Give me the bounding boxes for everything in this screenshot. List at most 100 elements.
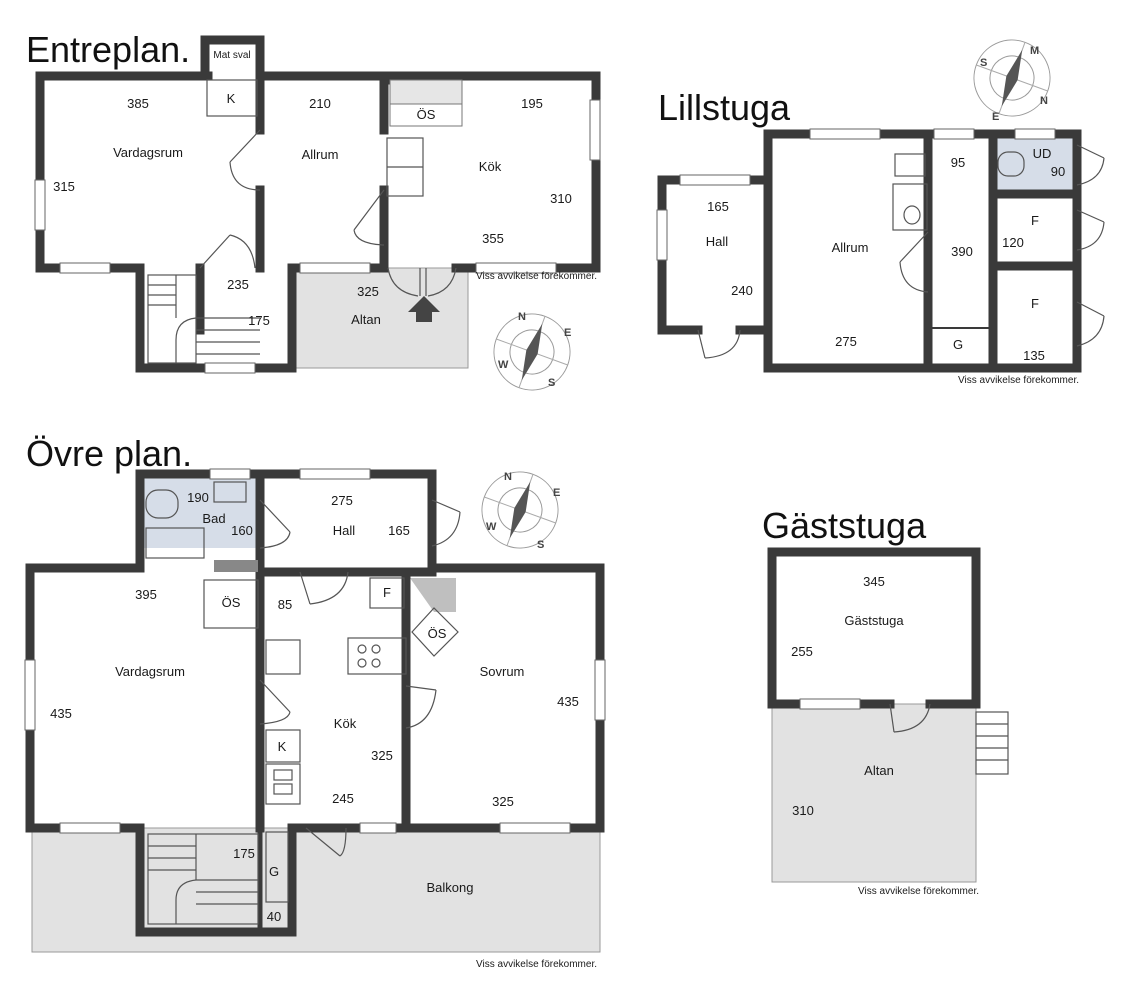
entreplan-dim: 355 bbox=[482, 231, 504, 246]
entreplan-dim: 235 bbox=[227, 277, 249, 292]
entreplan-stairs bbox=[147, 274, 260, 364]
ovre-window bbox=[24, 659, 36, 731]
compass-s-label: S bbox=[537, 539, 544, 551]
lillstuga-dim: 90 bbox=[1051, 164, 1065, 179]
gaststuga-note: Viss avvikelse förekommer. bbox=[858, 886, 979, 897]
lillstuga-f2-label: F bbox=[1031, 296, 1039, 311]
ovre-stairs bbox=[147, 833, 259, 925]
gaststuga-door bbox=[889, 703, 931, 733]
compass-e-label: E bbox=[564, 327, 571, 339]
ovre-doors bbox=[259, 499, 461, 857]
ovre-vent bbox=[214, 560, 258, 572]
ovre-dim: 435 bbox=[50, 706, 72, 721]
entreplan-window bbox=[34, 179, 46, 231]
ovre-bad-label: Bad bbox=[202, 511, 225, 526]
entreplan-dim: 385 bbox=[127, 96, 149, 111]
entreplan-window bbox=[204, 362, 256, 374]
ovre-dim: 325 bbox=[371, 748, 393, 763]
entreplan-kok-label: Kök bbox=[479, 159, 502, 174]
gaststuga-plan: Gäststuga 345 Gäststuga 255 Altan 310 Vi… bbox=[762, 505, 1009, 897]
gaststuga-dim: 255 bbox=[791, 644, 813, 659]
entreplan-note: Viss avvikelse förekommer. bbox=[476, 271, 597, 282]
ovre-hall-label: Hall bbox=[333, 523, 356, 538]
gaststuga-window bbox=[799, 698, 861, 710]
lillstuga-dim: 275 bbox=[835, 334, 857, 349]
entreplan-dim: 175 bbox=[248, 313, 270, 328]
entreplan-dim: 325 bbox=[357, 284, 379, 299]
entreplan-title: Entreplan. bbox=[26, 29, 190, 70]
entreplan-k-closet bbox=[206, 79, 258, 117]
lillstuga-dim: 165 bbox=[707, 199, 729, 214]
ovre-title: Övre plan. bbox=[26, 433, 192, 474]
lillstuga-window bbox=[679, 174, 751, 186]
ovre-plan: Övre plan. bbox=[24, 433, 606, 970]
lillstuga-dim: 95 bbox=[951, 155, 965, 170]
lillstuga-window bbox=[1014, 128, 1056, 140]
lillstuga-ud-wet-area bbox=[997, 138, 1073, 190]
compass-s-label: S bbox=[548, 377, 555, 389]
ovre-os1-label: ÖS bbox=[222, 595, 241, 610]
entreplan-altan-label: Altan bbox=[351, 312, 381, 327]
lillstuga-fixtures bbox=[892, 151, 1025, 231]
entreplan-window bbox=[589, 99, 601, 161]
entreplan-allrum-label: Allrum bbox=[302, 147, 339, 162]
entreplan-window bbox=[59, 262, 111, 274]
ovre-dim: 275 bbox=[331, 493, 353, 508]
entreplan-mat-sval-label: Mat sval bbox=[213, 50, 250, 61]
lillstuga-window bbox=[809, 128, 881, 140]
lillstuga-f1-label: F bbox=[1031, 213, 1039, 228]
ovre-window bbox=[594, 659, 606, 721]
lillstuga-doors bbox=[697, 144, 1105, 359]
ovre-os2-label: ÖS bbox=[428, 626, 447, 641]
ovre-os2-area bbox=[410, 578, 456, 612]
ovre-dim: 160 bbox=[231, 523, 253, 538]
ovre-window bbox=[59, 822, 121, 834]
lillstuga-dim: 390 bbox=[951, 244, 973, 259]
ovre-window bbox=[359, 822, 397, 834]
entreplan-doors bbox=[199, 129, 457, 297]
ovre-dim: 325 bbox=[492, 794, 514, 809]
ovre-sovrum-label: Sovrum bbox=[480, 664, 525, 679]
entreplan-altan-area bbox=[291, 267, 469, 369]
gaststuga-steps bbox=[975, 711, 1009, 775]
entreplan-vardagsrum-label: Vardagsrum bbox=[113, 145, 183, 160]
ovre-dim: 190 bbox=[187, 490, 209, 505]
entreplan-dim: 315 bbox=[53, 179, 75, 194]
ovre-window bbox=[299, 468, 371, 480]
lillstuga-ud-label: UD bbox=[1033, 146, 1052, 161]
ovre-dim: 165 bbox=[388, 523, 410, 538]
ovre-dim: 395 bbox=[135, 587, 157, 602]
compass-m-label: M bbox=[1030, 45, 1039, 57]
lillstuga-plan: Lillstuga 165 Hall 240 Allrum 275 95 bbox=[656, 28, 1105, 386]
ovre-window bbox=[499, 822, 571, 834]
ovre-fixtures bbox=[145, 481, 459, 903]
compass-n-label: N bbox=[518, 311, 526, 323]
gaststuga-dim: 345 bbox=[863, 574, 885, 589]
gaststuga-altan-label: Altan bbox=[864, 763, 894, 778]
entreplan-window bbox=[475, 262, 557, 274]
gaststuga-altan-area bbox=[771, 703, 977, 883]
ovre-kok-label: Kök bbox=[334, 716, 357, 731]
gaststuga-title: Gäststuga bbox=[762, 505, 927, 546]
compass-n-label: N bbox=[504, 471, 512, 483]
compass-e-label: E bbox=[553, 487, 560, 499]
ovre-balkong-label: Balkong bbox=[427, 880, 474, 895]
ovre-note: Viss avvikelse förekommer. bbox=[476, 959, 597, 970]
ovre-compass-icon bbox=[470, 460, 570, 560]
entreplan-dim: 195 bbox=[521, 96, 543, 111]
ovre-f-label: F bbox=[383, 585, 391, 600]
ovre-k-label: K bbox=[278, 739, 287, 754]
compass-w-label: W bbox=[486, 521, 497, 533]
lillstuga-title: Lillstuga bbox=[658, 87, 791, 128]
ovre-dim: 40 bbox=[267, 909, 281, 924]
lillstuga-window bbox=[656, 209, 668, 261]
ovre-dim: 85 bbox=[278, 597, 292, 612]
compass-e-label: E bbox=[992, 111, 999, 123]
ovre-dim: 435 bbox=[557, 694, 579, 709]
gaststuga-dim: 310 bbox=[792, 803, 814, 818]
ovre-g-label: G bbox=[269, 864, 279, 879]
ovre-dim: 245 bbox=[332, 791, 354, 806]
lillstuga-dim: 240 bbox=[731, 283, 753, 298]
entreplan-os-label: ÖS bbox=[417, 107, 436, 122]
